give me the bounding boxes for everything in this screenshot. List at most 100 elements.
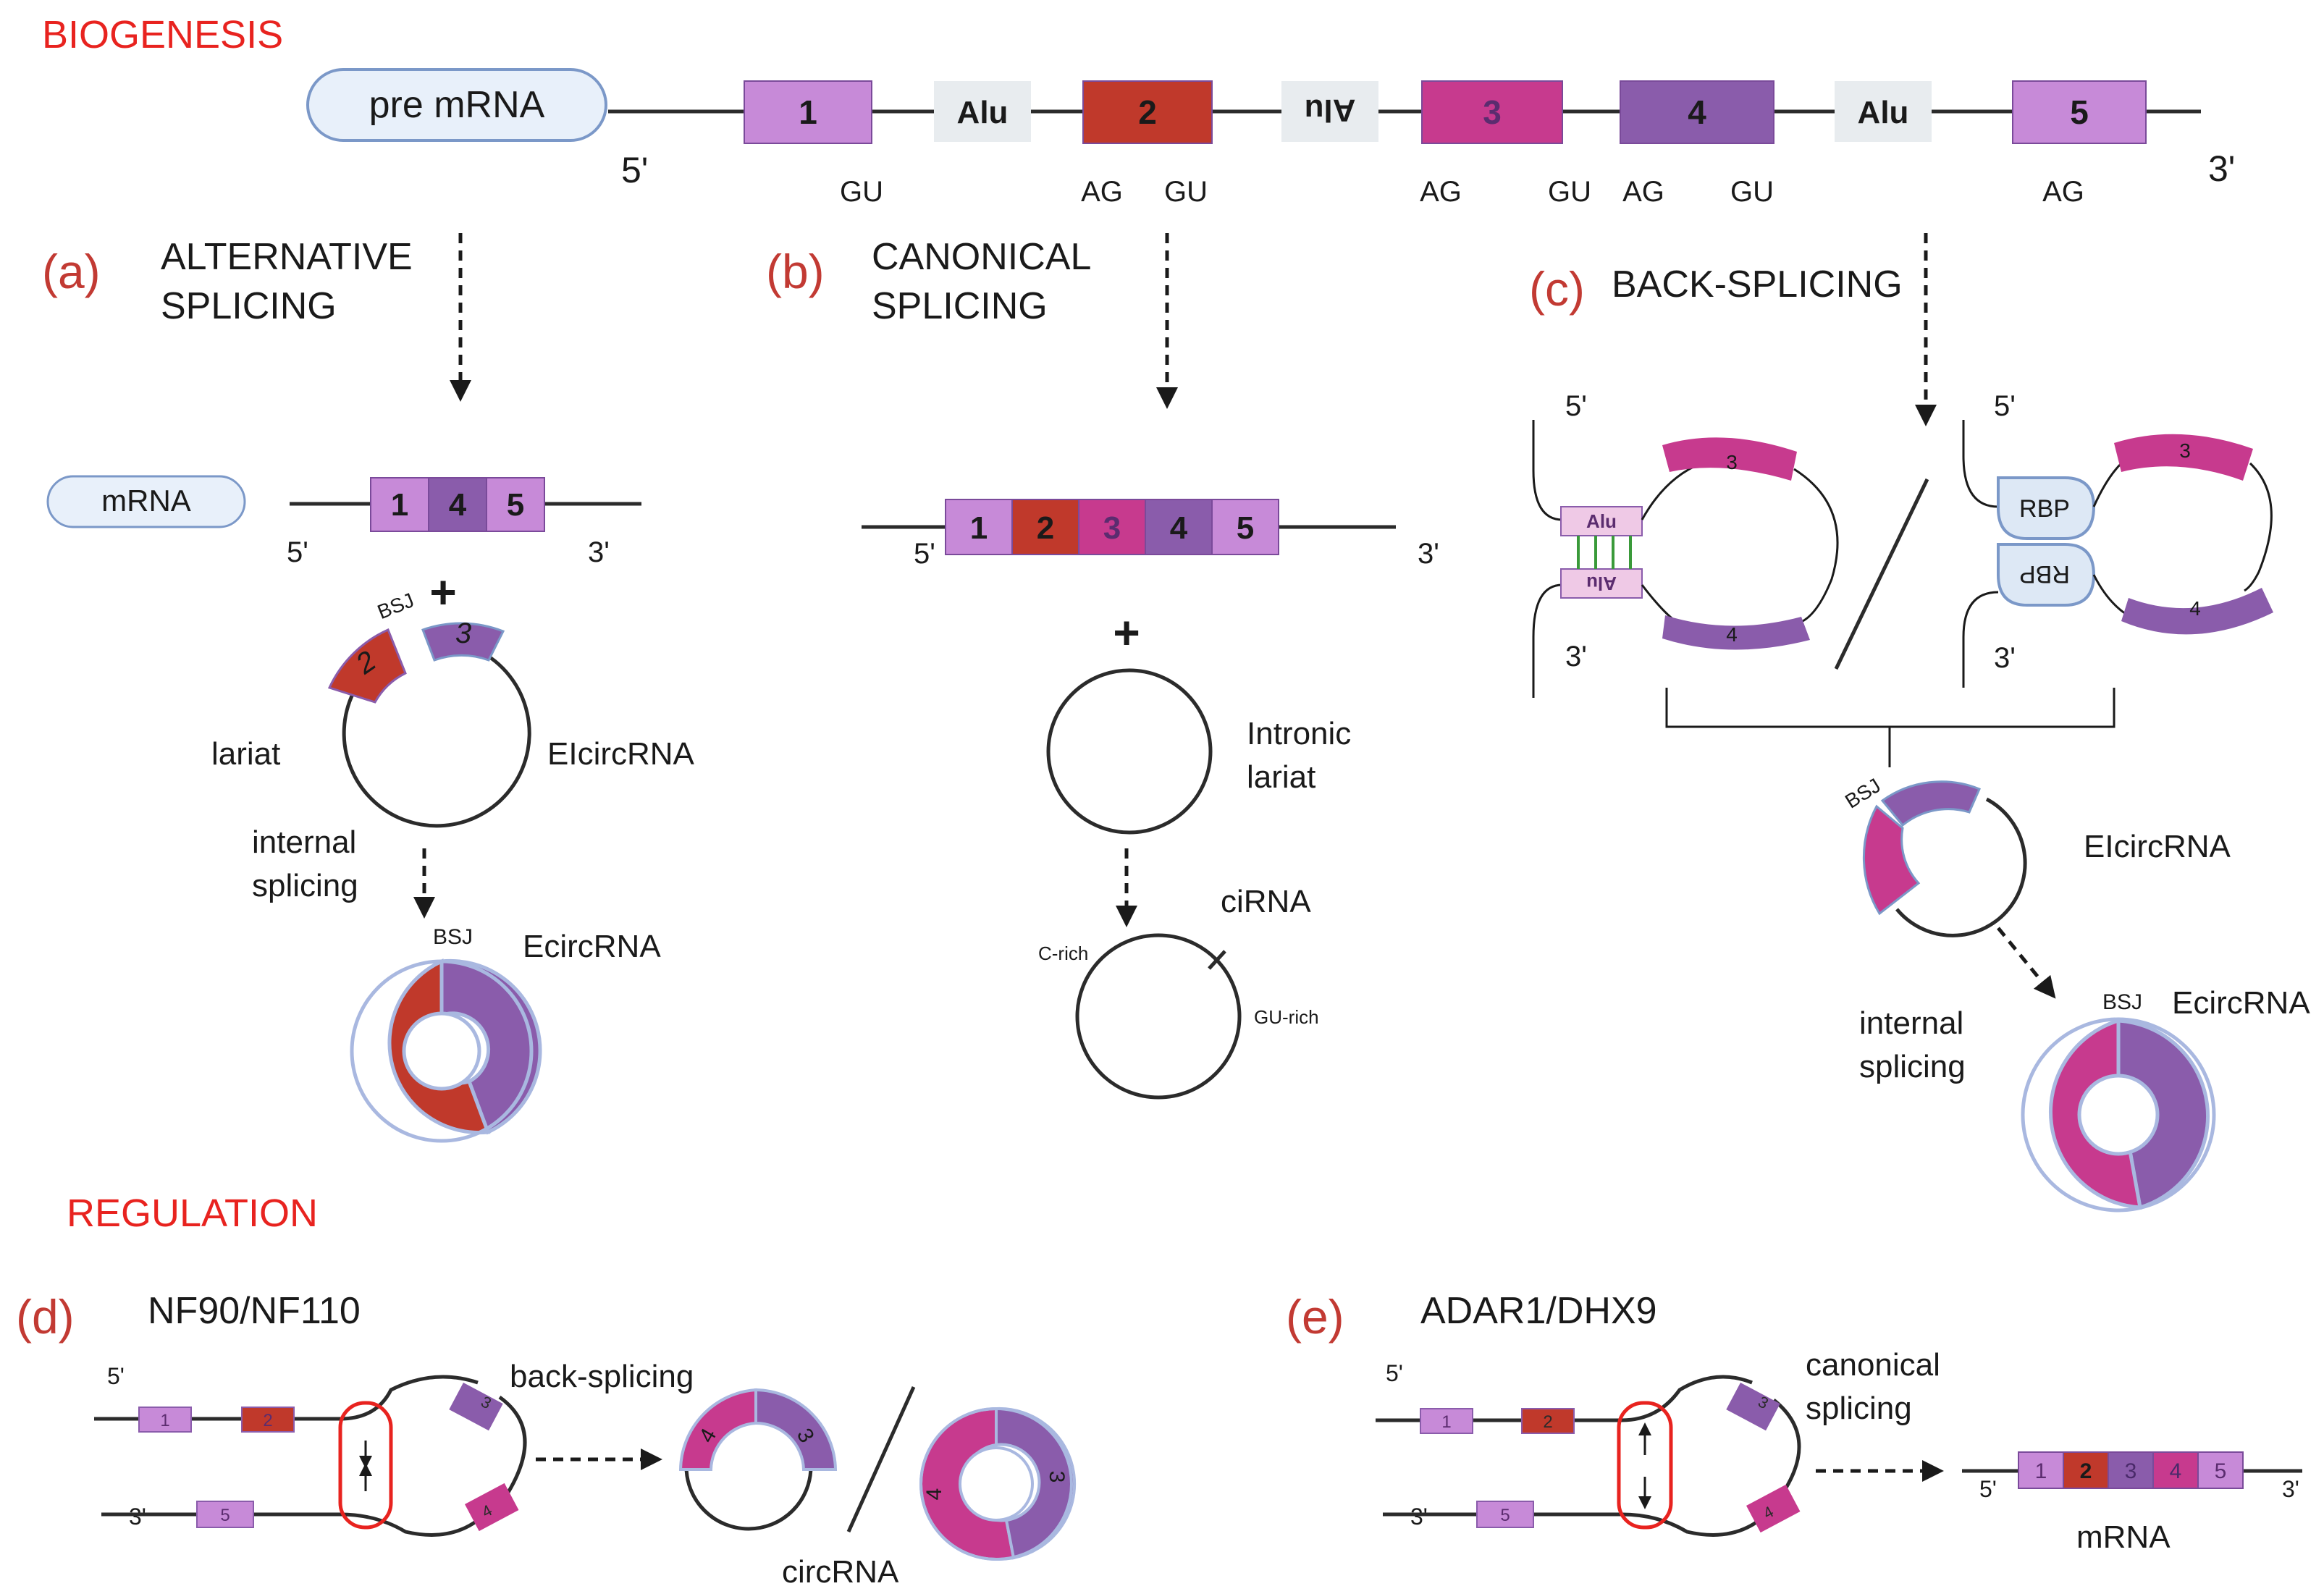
mrna-pill-a-label: mRNA xyxy=(101,484,191,518)
splice-site-ag-3: AG xyxy=(1420,176,1462,208)
internal-splicing-a-line2: splicing xyxy=(252,868,358,903)
d-box-4 xyxy=(465,1483,519,1532)
splice-site-ag-5: AG xyxy=(2042,176,2084,208)
e-mrna-exon-5-label: 5 xyxy=(2215,1459,2227,1483)
cirna-ring xyxy=(1075,933,1242,1100)
mrna-a-five-prime: 5' xyxy=(287,536,308,568)
mrna-b-exon-4 xyxy=(1145,499,1213,555)
c-left-five-prime: 5' xyxy=(1565,390,1587,422)
d-circ-full-exon4-label: 4 xyxy=(922,1488,946,1501)
splice-site-gu-2: GU xyxy=(1164,176,1208,208)
mrna-a-exon-5 xyxy=(486,477,545,532)
mrna-a-exon-1-label: 1 xyxy=(391,487,408,523)
d-circ-half-exon3 xyxy=(754,1388,838,1471)
alu-3-label: Alu xyxy=(1858,95,1909,130)
c-left-exon4-arc xyxy=(1662,615,1810,650)
ecirc-c-label: EcircRNA xyxy=(2172,985,2310,1021)
biogenesis-heading: BIOGENESIS xyxy=(42,13,283,56)
plus-b: + xyxy=(1113,607,1140,659)
exon-3-label: 3 xyxy=(1483,93,1502,131)
panel-c-back-splicing: (c) BACK-SPLICING 5' 3' Alu Alu 3 4 5' 3… xyxy=(1529,233,2310,1213)
lariat-label: lariat xyxy=(211,736,280,772)
splice-site-ag-4: AG xyxy=(1622,176,1664,208)
elcirc-a-ring xyxy=(342,638,531,828)
splice-site-ag-2: AG xyxy=(1081,176,1123,208)
panel-c-title: BACK-SPLICING xyxy=(1612,263,1903,305)
ecirc-a-exon3-segment xyxy=(439,958,542,1135)
d-circrna-label: circRNA xyxy=(782,1554,899,1590)
regulation-heading: REGULATION xyxy=(67,1192,318,1235)
d-action-label: back-splicing xyxy=(510,1359,694,1394)
c-left-exon3-label: 3 xyxy=(1726,451,1738,473)
elcirc-a-exon2-arc xyxy=(327,628,407,704)
c-left-exon3-arc xyxy=(1662,437,1797,481)
three-prime-label: 3' xyxy=(2208,148,2235,189)
pre-mrna-strand: pre mRNA 5' 3' 1 Alu 2 Alu 3 4 Alu 5 GU … xyxy=(306,68,2235,208)
exon-3 xyxy=(1421,80,1563,144)
e-box-1 xyxy=(1420,1408,1473,1434)
mrna-b-exon-1-label: 1 xyxy=(970,510,988,546)
e-box-5-label: 5 xyxy=(1500,1506,1510,1525)
c-left-three-prime: 3' xyxy=(1565,641,1587,672)
plus-a: + xyxy=(429,566,456,618)
c-alu-top xyxy=(1560,506,1643,536)
elcirc-a-label: EIcircRNA xyxy=(547,736,695,772)
intronic-lariat-line1: Intronic xyxy=(1247,716,1351,751)
mrna-b-exon-2-label: 2 xyxy=(1037,510,1054,546)
panel-b-title-line2: SPLICING xyxy=(872,285,1048,327)
exon-4-label: 4 xyxy=(1688,93,1706,131)
e-complementary-pair-highlight xyxy=(1617,1401,1673,1530)
splice-site-gu-3: GU xyxy=(1548,176,1591,208)
exon-2-label: 2 xyxy=(1138,93,1157,131)
panel-b-title-line1: CANONICAL xyxy=(872,236,1091,278)
d-box-5-label: 5 xyxy=(220,1506,230,1525)
c-rbp-bottom xyxy=(1997,543,2096,607)
c-rbp-bottom-label: RBP xyxy=(2019,560,2070,588)
exon-2 xyxy=(1082,80,1213,144)
e-box-3 xyxy=(1726,1383,1780,1431)
alu-element-3 xyxy=(1835,81,1932,142)
panel-b-canonical-splicing: (b) CANONICAL SPLICING 1 2 3 4 5 5' 3' +… xyxy=(766,233,1439,1100)
e-mrna-exon-4-label: 4 xyxy=(2170,1459,2182,1483)
d-circ-half-exon4 xyxy=(678,1388,757,1471)
exon-1 xyxy=(744,80,872,144)
mrna-b-exon-4-label: 4 xyxy=(1170,510,1188,546)
exon-1-label: 1 xyxy=(799,93,817,131)
d-box-2 xyxy=(241,1407,295,1433)
mrna-a-exon-1 xyxy=(370,477,429,532)
exon-5-label: 5 xyxy=(2070,93,2089,131)
e-five-prime: 5' xyxy=(1386,1360,1403,1386)
gu-rich-label: GU-rich xyxy=(1254,1006,1319,1028)
e-mrna-exon-2-label: 2 xyxy=(2080,1459,2092,1483)
panel-e-letter: (e) xyxy=(1286,1290,1344,1344)
panel-c-letter: (c) xyxy=(1529,262,1585,316)
panel-a-title-line2: SPLICING xyxy=(161,285,337,327)
e-mrna-exon-3 xyxy=(2108,1451,2154,1489)
panel-e-adar1-dhx9: (e) ADAR1/DHX9 5' 3' 1 2 5 3 4 canonical… xyxy=(1286,1290,2302,1555)
e-mrna-exon-1-label: 1 xyxy=(2035,1459,2047,1483)
mrna-b-exon-5-label: 5 xyxy=(1237,510,1254,546)
e-action-line2: splicing xyxy=(1806,1391,1912,1426)
intronic-lariat-ring xyxy=(1046,668,1213,835)
alu-1-label: Alu xyxy=(957,95,1009,130)
mrna-a-exon-4-label: 4 xyxy=(449,487,467,523)
c-alu-bottom-label: Alu xyxy=(1586,573,1617,594)
mrna-pill-a xyxy=(46,475,246,528)
panel-b-letter: (b) xyxy=(766,245,825,298)
panel-a-alternative-splicing: (a) ALTERNATIVE SPLICING mRNA 1 4 5 5' 3… xyxy=(42,233,695,1143)
e-action-line1: canonical xyxy=(1806,1347,1940,1383)
c-rbp-top xyxy=(1997,476,2096,540)
e-box-5 xyxy=(1476,1501,1534,1528)
cirna-label: ciRNA xyxy=(1221,884,1311,919)
panel-d-letter: (d) xyxy=(16,1290,75,1344)
c-right-five-prime: 5' xyxy=(1994,390,2016,422)
d-box-1 xyxy=(138,1407,192,1433)
five-prime-label: 5' xyxy=(621,150,648,190)
mrna-b-five-prime: 5' xyxy=(914,538,935,570)
pre-mrna-label: pre mRNA xyxy=(369,84,545,126)
mrna-b-exon-3 xyxy=(1078,499,1146,555)
alu-element-1 xyxy=(934,81,1031,142)
mrna-b-three-prime: 3' xyxy=(1418,538,1439,570)
elcirc-a-exon3-arc xyxy=(421,622,505,662)
